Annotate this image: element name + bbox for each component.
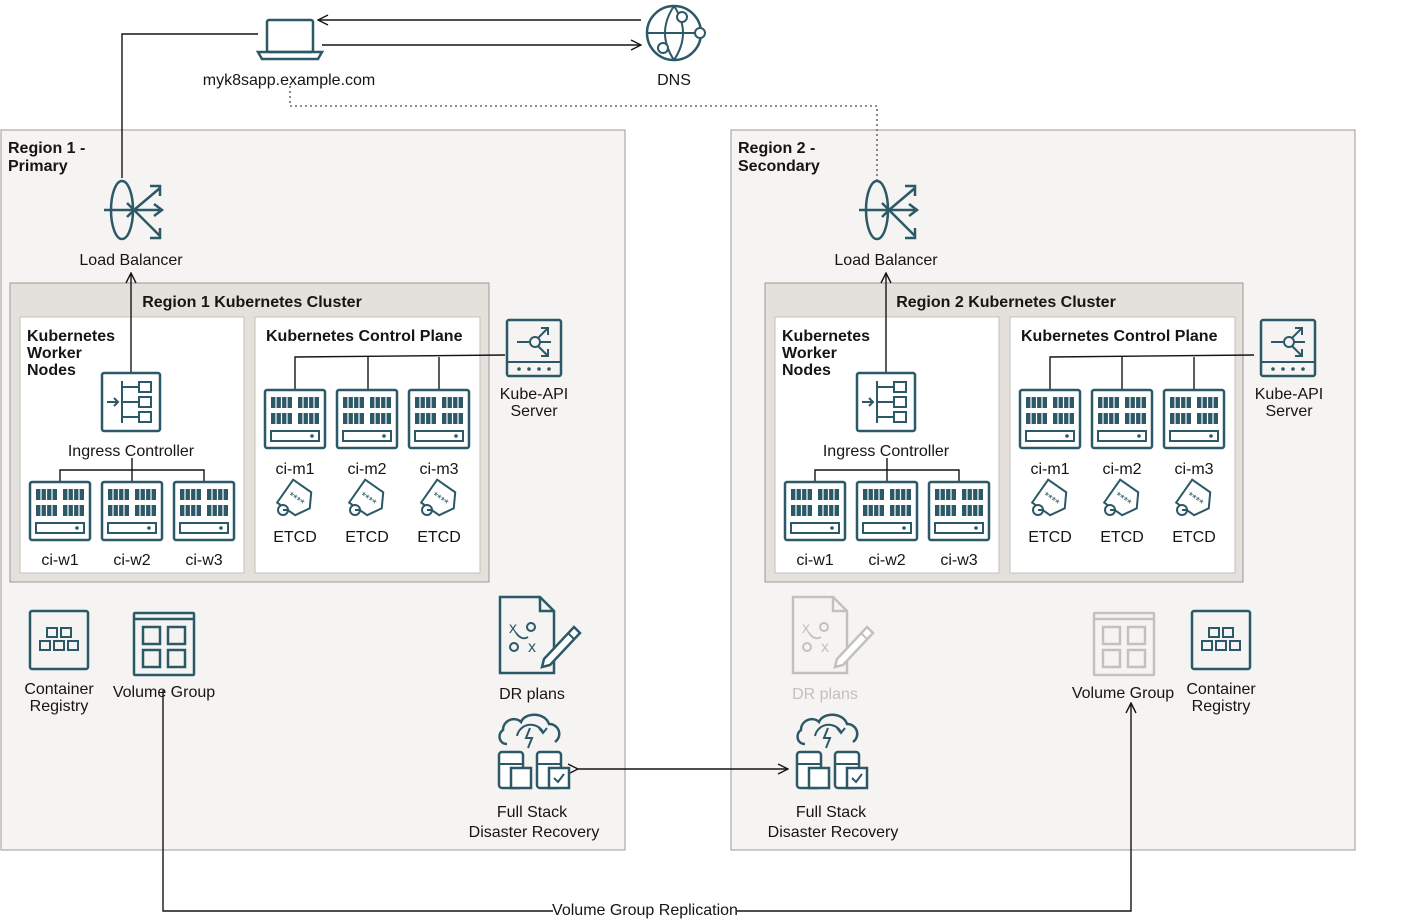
- region1-worker-panel: [19, 316, 245, 574]
- region2-worker-title-3: Nodes: [782, 362, 831, 379]
- region1-worker-w2-label: ci-w2: [113, 552, 150, 569]
- lb1-to-client-line: [121, 33, 258, 178]
- region1-worker-title-1: Kubernetes: [27, 328, 115, 345]
- region2-kube-api-label-1: Kube-API: [1255, 386, 1323, 403]
- region1-master-m1-label: ci-m1: [275, 461, 314, 478]
- region1-worker-title-2: Worker: [27, 345, 82, 362]
- region2-control-plane-title: Kubernetes Control Plane: [1021, 328, 1218, 345]
- region2-cluster-title: Region 2 Kubernetes Cluster: [896, 294, 1116, 311]
- region2-worker-title-2: Worker: [782, 345, 837, 362]
- region2-worker-w3-label: ci-w3: [940, 552, 977, 569]
- region1-etcd1-label: ETCD: [273, 529, 317, 546]
- region2-etcd1-label: ETCD: [1028, 529, 1072, 546]
- region2-etcd2-label: ETCD: [1100, 529, 1144, 546]
- region1-kube-api-label-1: Kube-API: [500, 386, 568, 403]
- client-label: myk8sapp.example.com: [203, 72, 376, 89]
- region2-title-line1: Region 2 -: [738, 140, 815, 157]
- region2-registry-label-2: Registry: [1192, 698, 1251, 715]
- dns-globe-icon: [645, 4, 706, 62]
- region2-master-m3-label: ci-m3: [1174, 461, 1213, 478]
- region1-master-m2-label: ci-m2: [347, 461, 386, 478]
- region1-worker-title-3: Nodes: [27, 362, 76, 379]
- region1-worker-w3-label: ci-w3: [185, 552, 222, 569]
- region1-control-plane-title: Kubernetes Control Plane: [266, 328, 463, 345]
- region1-worker-w1-label: ci-w1: [41, 552, 78, 569]
- region2-worker-title-1: Kubernetes: [782, 328, 870, 345]
- region2-worker-w1-label: ci-w1: [796, 552, 833, 569]
- region1-registry-label-2: Registry: [30, 698, 89, 715]
- region2-lb-label: Load Balancer: [834, 252, 938, 269]
- region1-master-m3-label: ci-m3: [419, 461, 458, 478]
- region2-ingress-label: Ingress Controller: [823, 443, 950, 460]
- region1-lb-label: Load Balancer: [79, 252, 183, 269]
- region1-master-bus: [294, 354, 506, 390]
- replication-label: Volume Group Replication: [552, 902, 738, 919]
- region1-fsdr-label-1: Full Stack: [497, 804, 568, 821]
- dns-label: DNS: [657, 72, 691, 89]
- region2-worker-w2-label: ci-w2: [868, 552, 905, 569]
- region2-dr-plans-label: DR plans: [792, 686, 858, 703]
- region1-title-line1: Region 1 -: [8, 140, 85, 157]
- region1-ingress-label: Ingress Controller: [68, 443, 195, 460]
- laptop-icon: [255, 18, 325, 61]
- region1-volume-group-label: Volume Group: [113, 684, 215, 701]
- region2-master-m2-label: ci-m2: [1102, 461, 1141, 478]
- region2-worker-panel: [774, 316, 1000, 574]
- region1-title-line2: Primary: [8, 158, 68, 175]
- region2-registry-label-1: Container: [1186, 681, 1256, 698]
- region2-etcd3-label: ETCD: [1172, 529, 1216, 546]
- region2-master-bus: [1049, 354, 1255, 390]
- region1-kube-api-label-2: Server: [510, 403, 558, 420]
- region2-title-line2: Secondary: [738, 158, 820, 175]
- region2-fsdr-label-1: Full Stack: [796, 804, 867, 821]
- region1-registry-label-1: Container: [24, 681, 94, 698]
- region2-kube-api-label-2: Server: [1265, 403, 1313, 420]
- region1-etcd2-label: ETCD: [345, 529, 389, 546]
- region1-etcd3-label: ETCD: [417, 529, 461, 546]
- region1-cluster-title: Region 1 Kubernetes Cluster: [142, 294, 362, 311]
- region2-fsdr-label-2: Disaster Recovery: [768, 824, 899, 841]
- region1-dr-plans-label: DR plans: [499, 686, 565, 703]
- dns-standby-dotted-line: [289, 86, 878, 180]
- replication-label-bg: [553, 901, 737, 919]
- region2-volume-group-label: Volume Group: [1072, 685, 1174, 702]
- region1-fsdr-label-2: Disaster Recovery: [469, 824, 600, 841]
- region2-master-m1-label: ci-m1: [1030, 461, 1069, 478]
